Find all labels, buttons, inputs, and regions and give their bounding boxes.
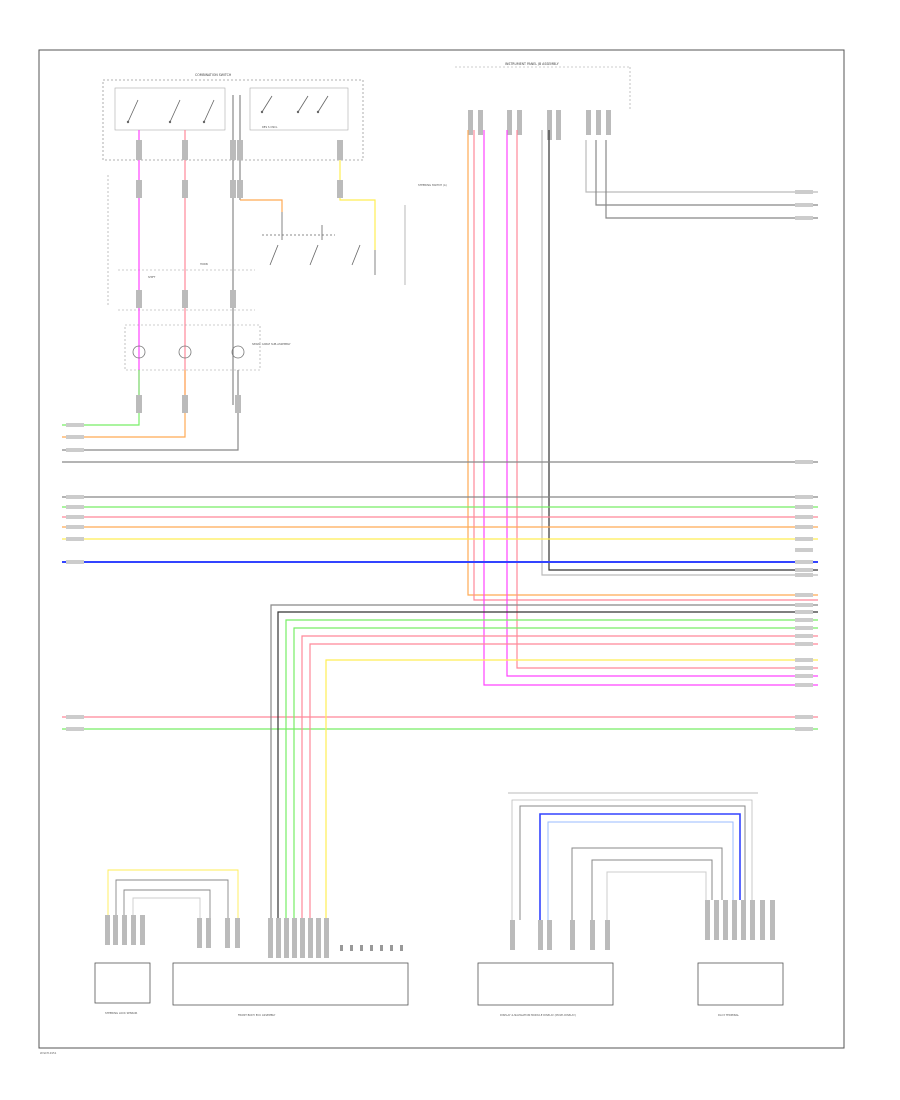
svg-text:SHIFT: SHIFT — [148, 275, 156, 279]
diagram-border — [38, 49, 845, 1049]
svg-text:HORN: HORN — [200, 262, 208, 266]
svg-text:RES S CNCL: RES S CNCL — [262, 125, 278, 129]
spiral-to-bus-wires — [62, 370, 241, 451]
dlc3-terminal: DLC3 TERMINAL — [697, 900, 784, 1017]
lock-sensor-loops — [107, 869, 239, 920]
steering-switch-contacts — [262, 212, 376, 275]
front-body-ecu: FRONT BODY ECU ASSEMBLY — [172, 918, 409, 1017]
diagram-caption: W-SCH-0151 — [40, 1051, 57, 1055]
steering-lock-sensor: STEERING LOCK SENSOR — [94, 915, 151, 1015]
steering-switch-label: STEERING SWITCH (A) — [418, 183, 447, 187]
spiral-cable-label: SPIRAL CABLE SUB-ASSEMBLY — [252, 342, 291, 346]
left-terminals — [66, 423, 84, 731]
right-terminals — [795, 190, 813, 731]
front-body-ecu-label: FRONT BODY ECU ASSEMBLY — [238, 1013, 276, 1017]
instrument-panel-jb-label: INSTRUMENT PANEL JB ASSEMBLY — [505, 62, 559, 66]
display-dlc3-loops — [508, 792, 758, 920]
display-navigation-module: DISPLAY & NAVIGATION MODULE DISPLAY (MUL… — [477, 920, 614, 1017]
connector-pins-top — [136, 140, 343, 308]
steering-lock-sensor-label: STEERING LOCK SENSOR — [105, 1011, 137, 1015]
front-ecu-wires — [270, 604, 818, 925]
combination-switch-wires — [138, 95, 376, 405]
instrument-panel-jb: INSTRUMENT PANEL JB ASSEMBLY — [455, 62, 631, 140]
combination-switch-label: COMBINATION SWITCH — [195, 73, 232, 77]
dlc3-label: DLC3 TERMINAL — [718, 1013, 739, 1017]
ipjb-vertical-wires — [467, 130, 818, 686]
horizontal-bus — [62, 461, 818, 730]
display-unit-label: DISPLAY & NAVIGATION MODULE DISPLAY (MUL… — [500, 1013, 576, 1017]
spiral-cable: SPIRAL CABLE SUB-ASSEMBLY — [124, 324, 291, 371]
